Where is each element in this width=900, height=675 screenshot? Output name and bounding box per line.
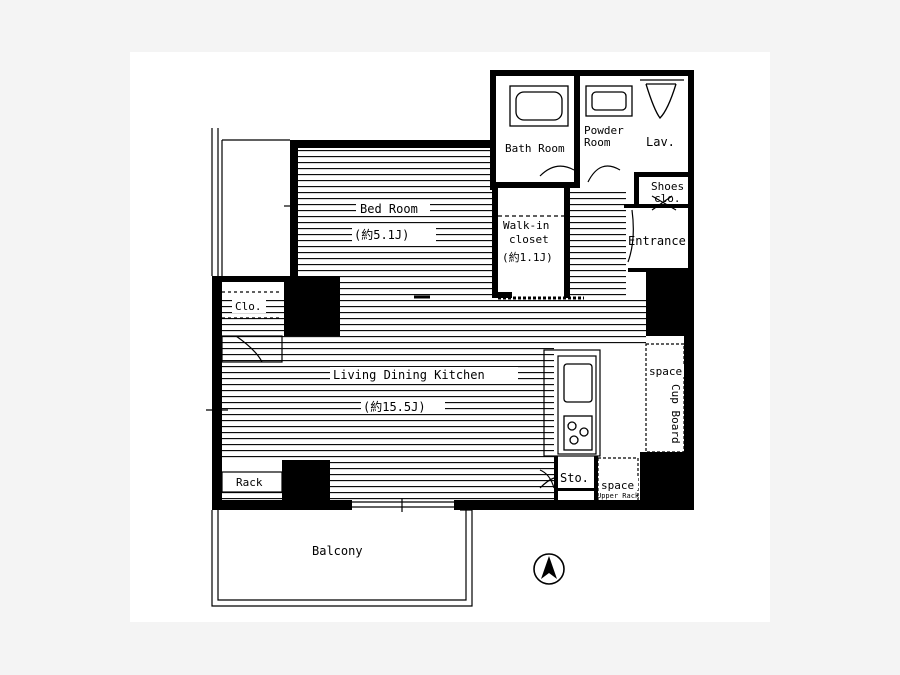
outlines (206, 128, 685, 607)
lav-label: Lav. (646, 135, 675, 149)
labels: Bed Room (約5.1J) Walk-in closet (約1.1J) … (232, 124, 686, 558)
bath-room-label: Bath Room (505, 142, 565, 155)
walk-in-closet-label-line2: closet (509, 233, 549, 246)
space-top-label: space (649, 365, 682, 378)
cup-board-label: Cup Board (669, 384, 682, 444)
shoes-closet-label-line1: Shoes (651, 180, 684, 193)
ldk-area-label: (約15.5J) (363, 399, 426, 414)
walk-in-closet-label-line1: Walk-in (503, 219, 549, 232)
ldk-label: Living Dining Kitchen (333, 368, 485, 382)
clo-label: Clo. (235, 300, 262, 313)
north-arrow-icon (533, 553, 565, 585)
entrance-label: Entrance (628, 234, 686, 248)
walk-in-closet-area-label: (約1.1J) (502, 250, 553, 264)
rack-label: Rack (236, 476, 263, 489)
balcony-label: Balcony (312, 544, 363, 558)
powder-room-label-line2: Room (584, 136, 611, 149)
upper-rack-label: Upper Rack (597, 492, 640, 500)
bathtub-icon (509, 85, 569, 127)
toilet-icon (640, 79, 684, 119)
sink-icon (585, 85, 633, 117)
shoes-closet-label-line2: clo. (654, 192, 681, 205)
floor-hatching (220, 148, 646, 502)
kitchen-sink-icon (563, 363, 593, 403)
storage-label: Sto. (560, 471, 589, 485)
stove-icon (563, 415, 593, 451)
space-bottom-label: space (601, 479, 634, 492)
powder-room-label-line1: Powder (584, 124, 624, 137)
bed-room-area-label: (約5.1J) (354, 227, 409, 242)
walls (212, 70, 694, 510)
bed-room-label: Bed Room (360, 202, 418, 216)
